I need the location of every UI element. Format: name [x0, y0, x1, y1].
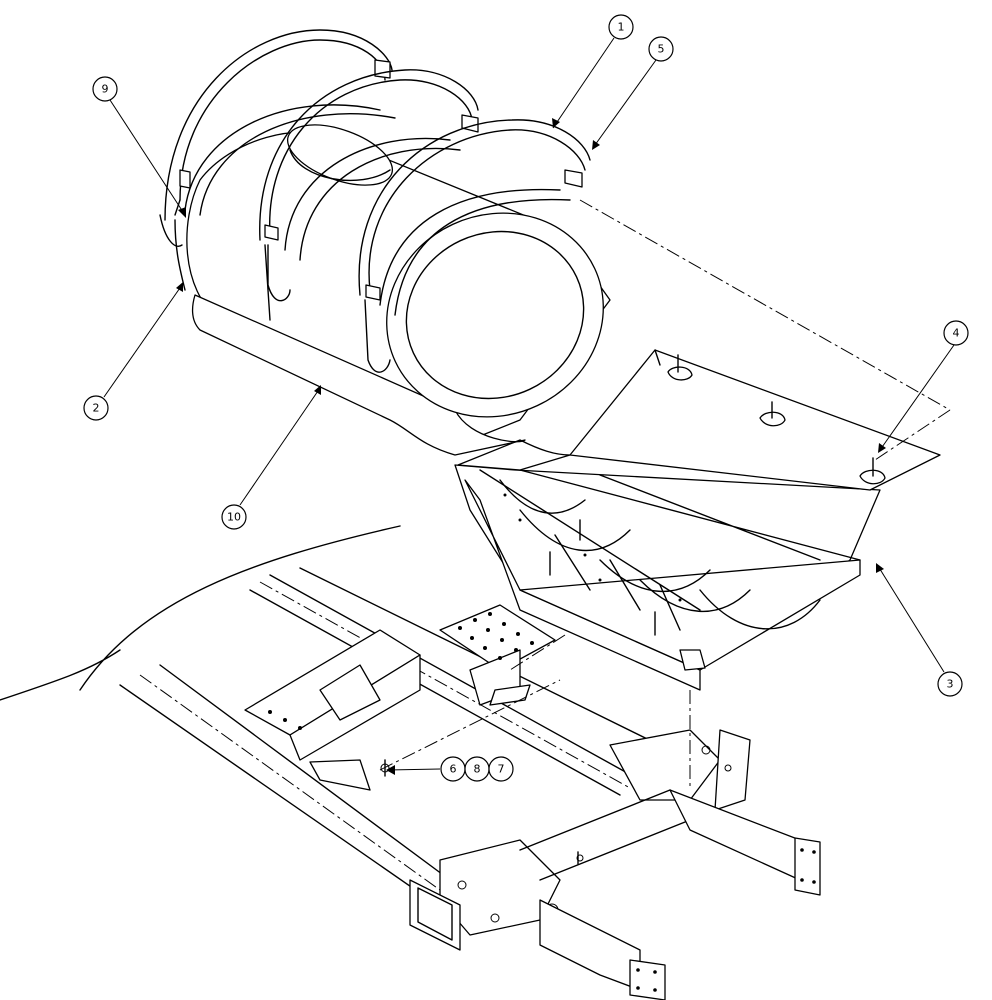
callout-3-label: 3 [947, 678, 954, 691]
callout-5: 5 [648, 36, 674, 62]
callout-2-label: 2 [93, 402, 100, 415]
callout-7-label: 7 [498, 763, 505, 776]
assembly-centerlines [379, 199, 951, 790]
callout-4-label: 4 [953, 327, 960, 340]
tank-cradle [454, 464, 881, 691]
fastener-hardware [380, 759, 390, 777]
callout-1: 1 [608, 14, 634, 40]
callout-5-label: 5 [658, 43, 665, 56]
chassis-frame [119, 567, 821, 1000]
cylindrical-tank [186, 124, 611, 456]
lower-tank-shield [457, 349, 941, 491]
callout-9: 9 [92, 76, 118, 102]
callout-2: 2 [83, 395, 109, 421]
callout-6: 6 [440, 756, 466, 782]
callout-8: 8 [464, 756, 490, 782]
callout-9-label: 9 [102, 83, 109, 96]
callout-8-label: 8 [474, 763, 481, 776]
callout-3: 3 [937, 671, 963, 697]
callout-leaders [103, 37, 955, 775]
callout-10: 10 [221, 504, 247, 530]
perforated-plate-holes [268, 612, 534, 730]
callout-4: 4 [943, 320, 969, 346]
mounting-bracket-assembly [244, 604, 556, 791]
callout-10-label: 10 [227, 511, 241, 524]
callout-6-label: 6 [450, 763, 457, 776]
callout-7: 7 [488, 756, 514, 782]
callout-1-label: 1 [618, 21, 625, 34]
background-panel-outline [0, 525, 401, 701]
tank-straps [159, 29, 591, 373]
